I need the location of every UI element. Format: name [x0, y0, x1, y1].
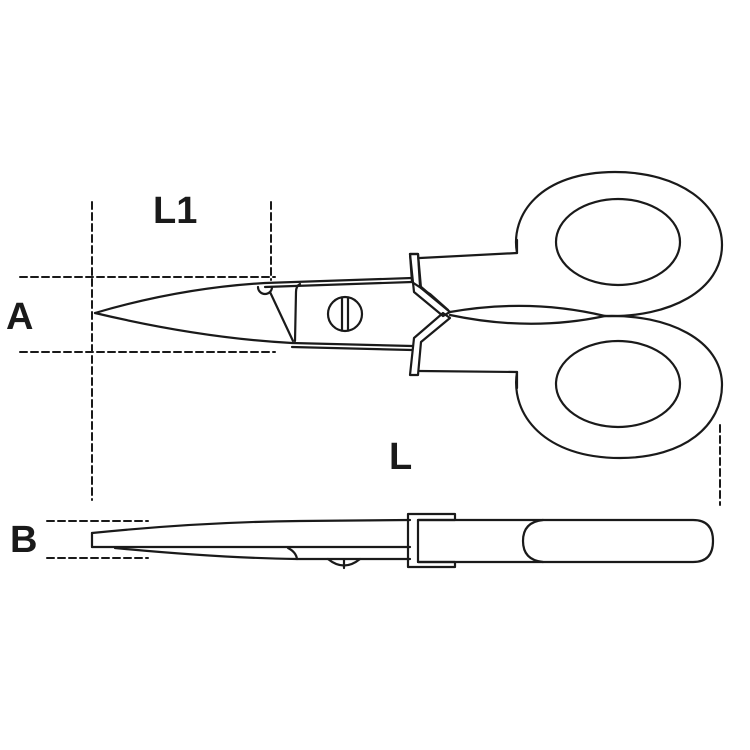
blade-upper-edge-inner [263, 280, 414, 289]
dimension-label-L: L [389, 436, 413, 478]
side-handle-grip [521, 518, 545, 564]
dimension-label-L1: L1 [153, 190, 198, 232]
side-handle-body [416, 518, 715, 564]
top-view [93, 170, 724, 460]
handle-upper-connector [418, 238, 519, 260]
handle-lower-connector [418, 369, 519, 390]
upper-handle-ring-inner [554, 197, 682, 287]
blade-bevel-edge [293, 282, 302, 343]
lower-handle-ring-inner [554, 339, 682, 429]
pivot-screw [326, 295, 364, 333]
blade-lower-edge [93, 311, 414, 348]
dimension-lines [19, 201, 721, 559]
dimension-label-B: B [10, 519, 38, 561]
blade-bevel-diagonal [268, 290, 295, 343]
side-view [90, 512, 715, 570]
side-blade-underside [113, 546, 412, 561]
upper-handle-ring-outer [514, 170, 724, 318]
bolster-lower [408, 311, 452, 377]
side-blade-bevel [286, 546, 299, 561]
handle-cross-lower [448, 313, 607, 325]
handle-cross-upper [448, 304, 607, 318]
bolster-guard [408, 252, 450, 312]
dimension-label-A: A [6, 296, 34, 338]
side-bolster-outer [406, 512, 457, 569]
blade-notch [256, 285, 274, 296]
blade-upper-edge [93, 276, 414, 315]
lower-handle-ring-outer [515, 314, 724, 460]
blade-lower-edge-inner [290, 345, 414, 352]
side-blade-upper [90, 518, 412, 535]
